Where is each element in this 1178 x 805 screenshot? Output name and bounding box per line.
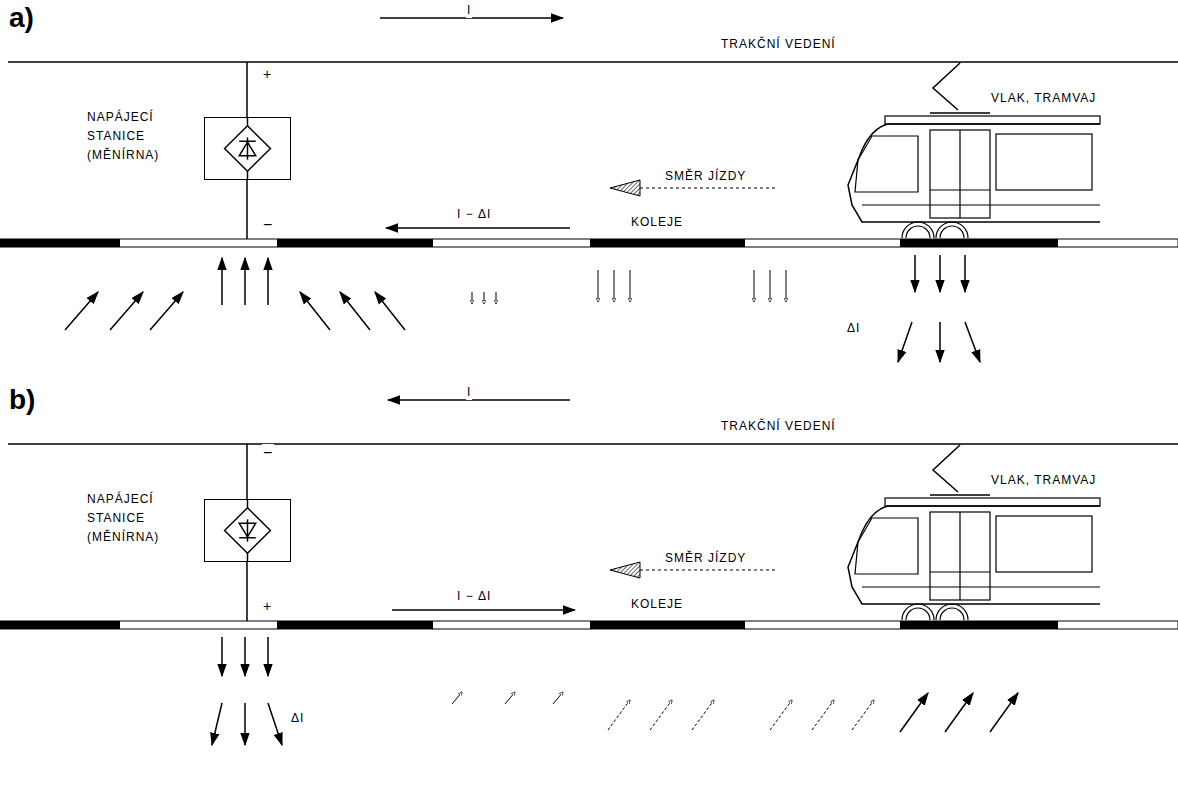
vehicle-name: VLAK, TRAMVAJ	[990, 474, 1097, 488]
supply-station: NAPÁJECÍ STANICE (MĚNÍRNA)	[204, 117, 291, 180]
direction-label: SMĚR JÍZDY	[664, 552, 747, 566]
panel-letter: b)	[8, 384, 36, 416]
current-symbol: I	[466, 4, 472, 18]
current-symbol: ΔI	[846, 322, 861, 336]
vehicle-name: VLAK, TRAMVAJ	[990, 92, 1097, 106]
rectifier-symbol	[205, 500, 290, 561]
line-name: TRAKČNÍ VEDENÍ	[720, 420, 837, 434]
polarity-sign: −	[262, 216, 274, 234]
polarity-sign: +	[262, 66, 273, 82]
station-name: NAPÁJECÍ STANICE (MĚNÍRNA)	[87, 490, 179, 548]
polarity-sign: −	[262, 444, 274, 462]
supply-station: NAPÁJECÍ STANICE (MĚNÍRNA)	[204, 499, 291, 562]
current-symbol: I	[466, 386, 472, 400]
current-symbol: I − ΔI	[456, 590, 492, 604]
line-name: TRAKČNÍ VEDENÍ	[720, 38, 837, 52]
leak-arrows-a	[472, 270, 786, 304]
rail-name: KOLEJE	[630, 216, 684, 230]
direction-label: SMĚR JÍZDY	[664, 170, 747, 184]
polarity-sign: +	[262, 598, 273, 614]
panel-letter: a)	[8, 2, 35, 34]
rail-name: KOLEJE	[630, 598, 684, 612]
leak-arrows-b	[452, 692, 874, 730]
rectifier-symbol	[205, 118, 290, 179]
current-arrows-a	[65, 18, 980, 362]
current-arrows-b	[212, 400, 1018, 745]
current-symbol: ΔI	[290, 712, 305, 726]
current-symbol: I − ΔI	[456, 208, 492, 222]
station-name: NAPÁJECÍ STANICE (MĚNÍRNA)	[87, 108, 179, 166]
